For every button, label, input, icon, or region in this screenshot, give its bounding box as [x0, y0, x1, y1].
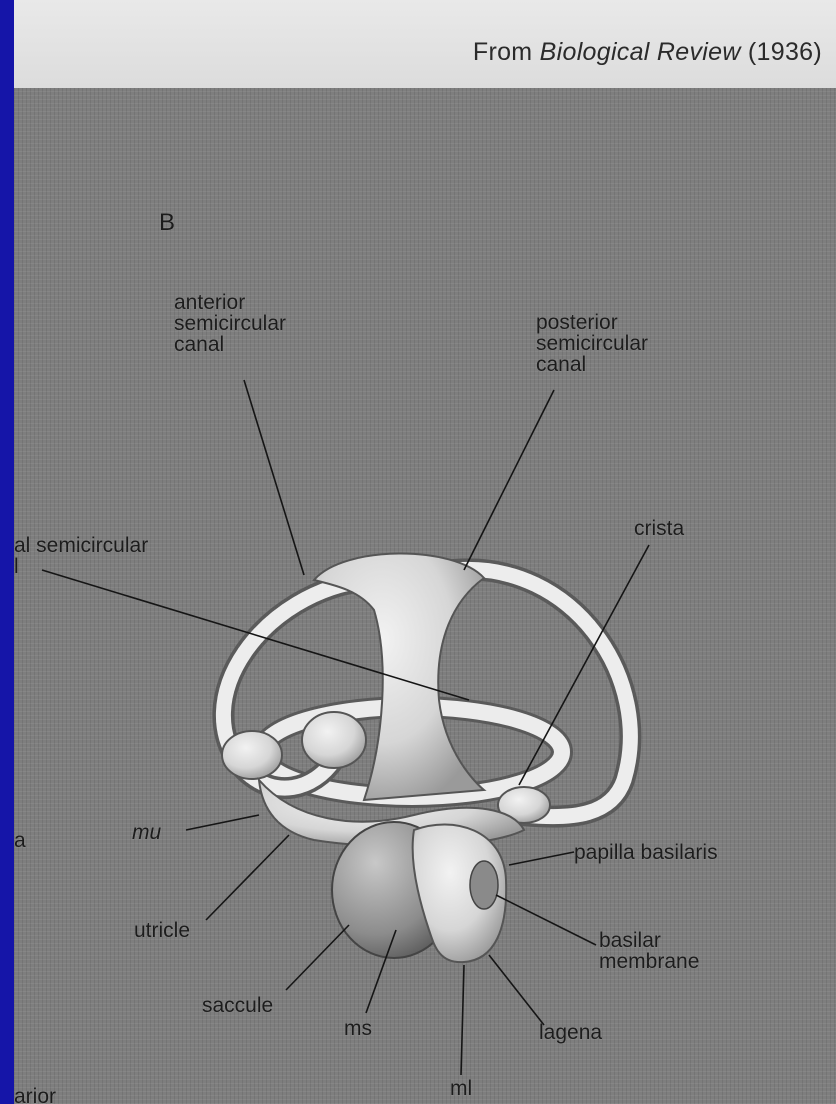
label-anterior-canal: anterior semicircular canal	[174, 292, 286, 355]
label-ms: ms	[344, 1018, 372, 1039]
label-saccule: saccule	[202, 995, 273, 1016]
label-left-cut-a: a	[14, 830, 26, 851]
panel-letter: B	[159, 212, 175, 233]
label-papilla-basilaris: papilla basilaris	[574, 842, 718, 863]
label-mu: mu	[132, 822, 161, 843]
label-utricle: utricle	[134, 920, 190, 941]
label-lagena: lagena	[539, 1022, 602, 1043]
scanned-figure: From Biological Review (1936)	[14, 0, 836, 1104]
label-crista: crista	[634, 518, 684, 539]
label-basilar-membrane: basilar membrane	[599, 930, 699, 972]
label-bottom-cut: arior	[14, 1086, 56, 1104]
label-lateral-canal: al semicircular l	[14, 535, 148, 577]
label-ml: ml	[450, 1078, 472, 1099]
label-posterior-canal: posterior semicircular canal	[536, 312, 648, 375]
slide-left-border	[0, 0, 14, 1104]
